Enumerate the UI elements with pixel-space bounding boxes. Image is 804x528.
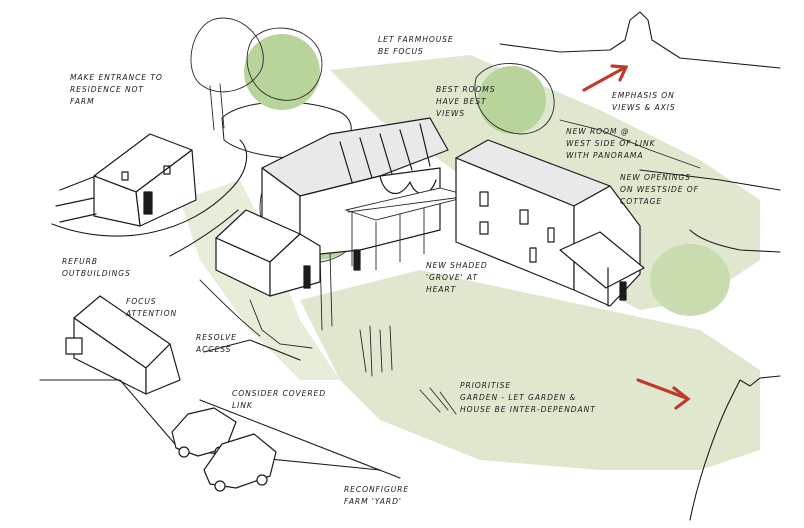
annotation-new-shaded-grove: New shaded 'grove' at heart <box>426 260 488 296</box>
annotation-let-farmhouse: Let farmhouse be focus <box>378 34 454 58</box>
annotation-emphasis-views: Emphasis on views & axis <box>612 90 676 114</box>
outbuilding-north <box>56 134 196 226</box>
annotation-reconfigure-yard: Reconfigure farm 'yard' <box>344 484 409 508</box>
annotation-prioritise-garden: Prioritise garden - let garden & house b… <box>460 380 596 416</box>
annotation-resolve-access: Resolve access <box>196 332 237 356</box>
cars <box>172 408 276 491</box>
tree-canopy-north <box>244 34 320 110</box>
annotation-main-entrance: Make entrance to residence not farm <box>70 72 163 108</box>
annotation-best-rooms: Best rooms have best views <box>436 84 495 120</box>
annotation-new-openings: New openings on westside of cottage <box>620 172 699 208</box>
annotation-focus-attention: Focus attention <box>126 296 177 320</box>
hedge-east <box>650 244 730 316</box>
annotation-new-room: New room @ west side of link with panora… <box>566 126 656 162</box>
annotation-consider-covered-link: Consider covered link <box>232 388 326 412</box>
annotation-refurb-outbuildings: Refurb outbuildings <box>62 256 131 280</box>
